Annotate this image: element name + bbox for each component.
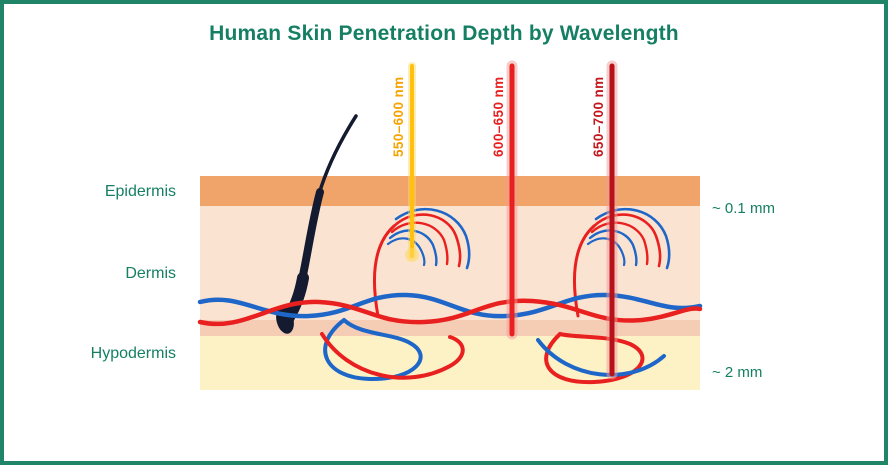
label-hypodermis: Hypodermis: [90, 345, 176, 362]
dermis-hypodermis-junction: [200, 320, 700, 336]
blood-vessels: [197, 207, 703, 385]
capillary-stem: [373, 224, 396, 318]
capillary-arc-red-inner: [390, 221, 449, 266]
blue-vessel-loop-right: [536, 338, 666, 377]
skin-cross-section: [197, 60, 703, 390]
hair-shaft-mid: [298, 188, 324, 284]
capillary-arc-blue-inner: [386, 237, 426, 267]
capillary-arc-blue-outer: [394, 207, 471, 270]
red-vessel-main: [197, 298, 703, 327]
beam-550-600-tip-glow: [405, 248, 419, 262]
beam-label-650-700: 650–700 nm: [591, 76, 606, 158]
label-epidermis: Epidermis: [104, 183, 176, 200]
capillary-arc-blue-mid: [388, 229, 438, 267]
label-dermis: Dermis: [125, 265, 176, 282]
blue-vessel-loop-left: [323, 318, 423, 382]
diagram-title: Human Skin Penetration Depth by Waveleng…: [209, 22, 679, 45]
depth-annotation-epidermis: ~ 0.1 mm: [712, 200, 775, 217]
depth-annotation-hypodermis: ~ 2 mm: [712, 364, 763, 381]
epidermis-layer: [200, 176, 700, 206]
beam-label-600-650: 600–650 nm: [491, 76, 506, 158]
light-beams: [405, 60, 618, 380]
red-vessel-loop-left: [320, 332, 465, 380]
hair-shaft-tip: [317, 114, 358, 196]
beam-label-550-600: 550–600 nm: [391, 76, 406, 158]
